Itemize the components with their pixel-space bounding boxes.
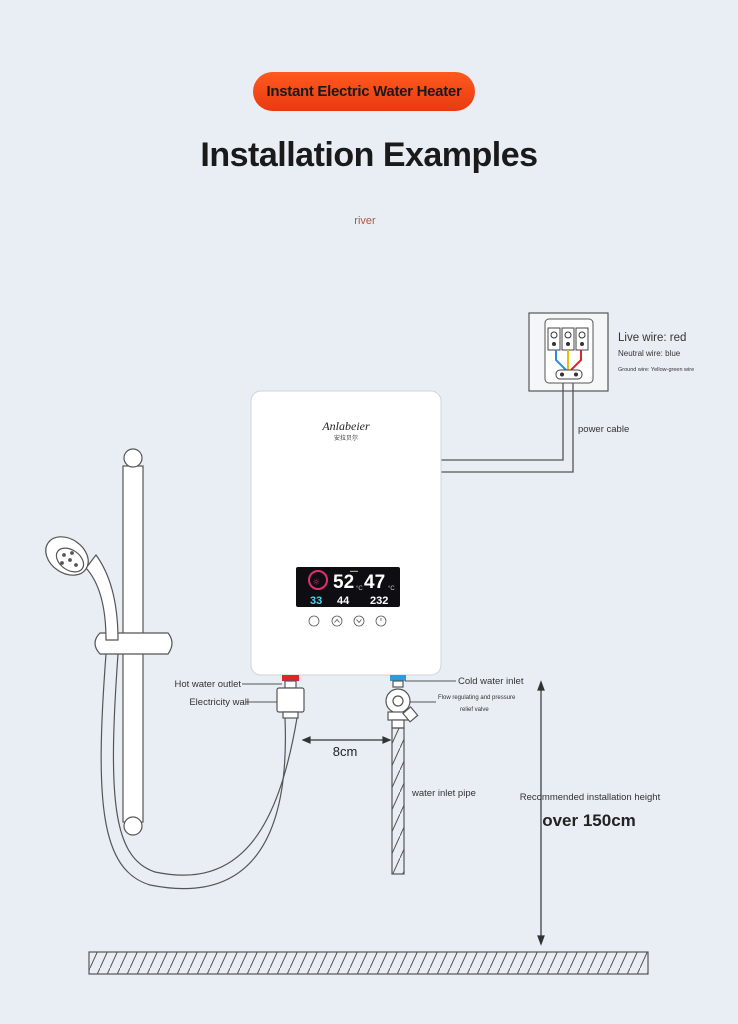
shower-hose <box>100 653 298 890</box>
cold-water-inlet-label: Cold water inlet <box>458 676 524 687</box>
temp-out-readout: 47 <box>364 572 385 593</box>
down-button <box>353 615 365 627</box>
floor <box>88 951 649 975</box>
brand-logo-cn: 安拉贝尔 <box>334 434 358 442</box>
mode-button <box>308 615 320 627</box>
svg-text:▬▬: ▬▬ <box>350 568 358 573</box>
voltage-readout: 232 <box>370 595 388 607</box>
power-cable-label: power cable <box>578 424 629 435</box>
height-dimension <box>537 680 545 946</box>
temp-set-readout: 52 <box>333 572 354 593</box>
svg-text:°C: °C <box>388 586 395 592</box>
valve-label-line1: Flow regulating and pressure <box>438 695 516 701</box>
shower-rail <box>94 448 173 836</box>
product-badge: Instant Electric Water Heater <box>253 72 475 111</box>
distance-dimension <box>301 736 392 744</box>
neutral-wire-label: Neutral wire: blue <box>618 349 681 358</box>
subtitle: river <box>354 215 376 227</box>
power-readout: 44 <box>337 595 350 607</box>
electricity-wall-label: Electricity wall <box>189 697 249 708</box>
height-value: over 150cm <box>542 811 636 830</box>
cold-water-inlet-valve <box>385 675 419 875</box>
up-button <box>331 615 343 627</box>
flow-readout: 33 <box>310 595 322 607</box>
page-title: Installation Examples <box>200 136 538 174</box>
control-display <box>296 567 400 607</box>
water-heater: Anlabeier 安拉贝尔 ☼ 52 °C 47 °C 33 44 232 ▬… <box>250 390 442 676</box>
inlet-pipe-label: water inlet pipe <box>411 788 476 799</box>
brand-logo: Anlabeier <box>321 419 370 433</box>
distance-label: 8cm <box>333 744 358 759</box>
valve-label-line2: relief valve <box>460 707 489 713</box>
hot-water-outlet <box>276 675 305 719</box>
power-cable <box>440 383 574 473</box>
ground-wire-label: Ground wire: Yellow-green wire <box>618 367 694 373</box>
live-wire-label: Live wire: red <box>618 332 686 344</box>
leader-lines <box>242 680 456 703</box>
wall-socket <box>528 312 609 392</box>
hot-water-outlet-label: Hot water outlet <box>174 679 241 690</box>
svg-text:☼: ☼ <box>312 578 320 588</box>
svg-text:°C: °C <box>356 586 363 592</box>
shower-head <box>45 536 119 641</box>
height-label: Recommended installation height <box>520 792 661 803</box>
